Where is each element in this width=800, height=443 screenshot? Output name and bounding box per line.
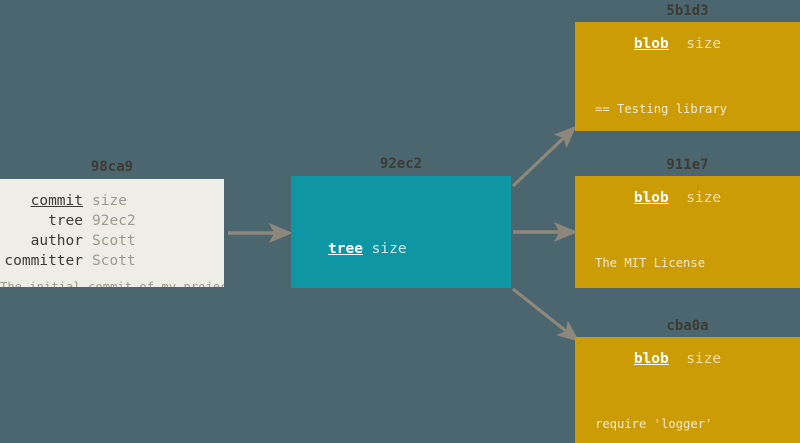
blob-content: The MIT License Copyright (c) 2008 Scott… (575, 221, 800, 288)
tree-size-word: size (371, 241, 407, 257)
blob-line: == Testing library (595, 102, 728, 116)
node-label-blob-cba0a: cba0a (666, 318, 709, 334)
blob-type-keyword: blob (633, 36, 669, 52)
commit-field-key-committer: committer (4, 253, 83, 269)
arrow-tree-to-blob-cba0a (512, 287, 580, 342)
blob-type-keyword: blob (633, 190, 669, 206)
commit-row-committer: committer Scott (0, 251, 150, 271)
commit-row-author: author Scott (0, 231, 150, 251)
blob-size-word: size (686, 190, 722, 206)
commit-fields: commit size tree 92ec2 author Scott comm… (0, 191, 224, 271)
commit-field-key-author: author (30, 233, 83, 249)
tree-node[interactable]: tree size blob 5b1d3 README blob 911e7 L… (291, 176, 511, 288)
blob-content: == Testing library This library is used … (575, 67, 800, 131)
blob-line: The MIT License (595, 256, 706, 270)
blob-node-5b1d3[interactable]: blob size == Testing library This librar… (575, 22, 800, 131)
blob-title: blob size (575, 188, 800, 208)
blob-size-word: size (686, 351, 722, 367)
tree-entries: tree size blob 5b1d3 README blob 911e7 L… (291, 199, 511, 288)
commit-node[interactable]: commit size tree 92ec2 author Scott comm… (0, 179, 224, 287)
commit-size-word: size (92, 193, 127, 209)
blob-title: blob size (575, 349, 800, 369)
blob-content: require 'logger' require 'test/unit' cla… (575, 382, 800, 443)
commit-field-value-author: Scott (92, 233, 136, 249)
blob-node-911e7[interactable]: blob size The MIT License Copyright (c) … (575, 176, 800, 288)
tree-row-type: tree size (328, 239, 511, 259)
arrow-tree-to-blob-5b1d3 (511, 125, 577, 188)
tree-type-keyword: tree (328, 241, 363, 257)
node-label-blob-911e7: 911e7 (666, 157, 709, 173)
commit-field-value-tree: 92ec2 (92, 213, 136, 229)
commit-message: The initial commit of my project (0, 280, 224, 287)
commit-row-type: commit size (0, 191, 150, 211)
node-label-tree: 92ec2 (379, 156, 423, 172)
commit-field-key-tree: tree (48, 213, 83, 229)
blob-type-keyword: blob (633, 351, 669, 367)
blob-size-word: size (686, 36, 722, 52)
commit-row-tree: tree 92ec2 (0, 211, 150, 231)
blob-title: blob size (575, 34, 800, 54)
commit-field-value-committer: Scott (92, 253, 136, 269)
commit-type-keyword: commit (30, 193, 83, 209)
blob-line: require 'logger' (595, 417, 713, 431)
node-label-blob-5b1d3: 5b1d3 (666, 3, 709, 19)
blob-node-cba0a[interactable]: blob size require 'logger' require 'test… (575, 337, 800, 443)
node-label-commit: 98ca9 (90, 159, 134, 175)
